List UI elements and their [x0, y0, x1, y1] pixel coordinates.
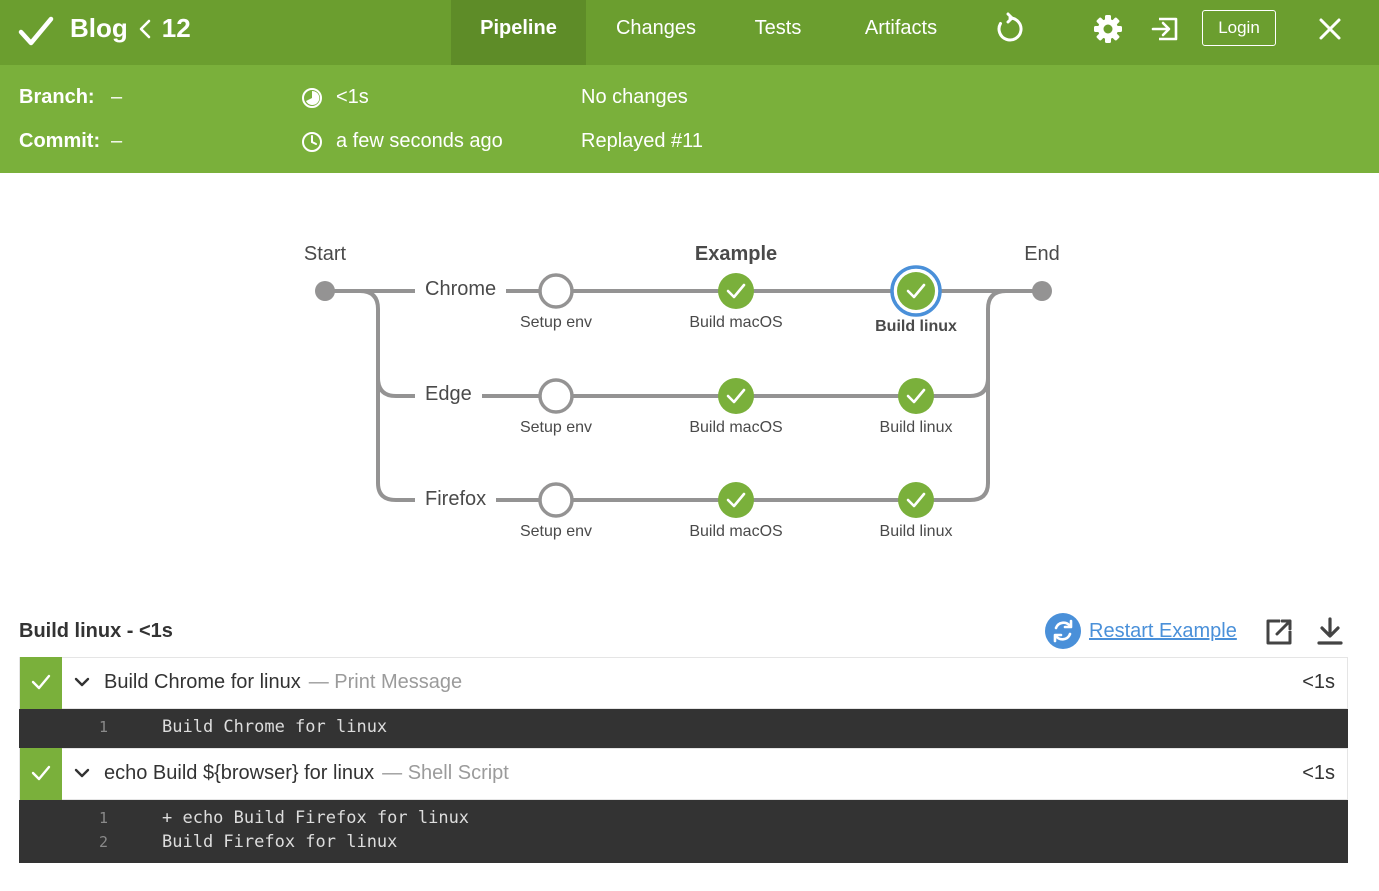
run-number: 12 — [161, 13, 191, 43]
replay-icon[interactable] — [993, 12, 1027, 46]
stage-node-success[interactable] — [709, 264, 763, 318]
sign-out-icon[interactable] — [1149, 12, 1183, 46]
tab-tests[interactable]: Tests — [754, 17, 802, 39]
step-name: Build Chrome for linux— Print Message — [104, 671, 463, 693]
commit-label: Commit: — [19, 130, 101, 152]
step-status — [20, 657, 62, 709]
chevron-down-icon[interactable] — [74, 676, 90, 688]
check-icon — [906, 492, 926, 508]
duration-value: <1s — [336, 86, 369, 108]
log-line-text: + echo Build Firefox for linux — [162, 808, 470, 828]
log-line: 1 + echo Build Firefox for linux — [19, 806, 1348, 830]
check-icon — [906, 283, 926, 299]
stage-node-success[interactable] — [709, 369, 763, 423]
close-icon[interactable] — [1313, 12, 1347, 46]
gear-icon[interactable] — [1091, 12, 1125, 46]
log-line-text: Build Firefox for linux — [162, 832, 398, 852]
run-title: Blog 12 — [70, 13, 191, 44]
start-label: Start — [303, 243, 347, 265]
stage-label[interactable]: Build macOS — [689, 314, 783, 331]
steps-panel-title: Build linux - <1s — [19, 620, 173, 642]
log-line-number: 2 — [99, 833, 109, 851]
commit-value: – — [111, 130, 123, 152]
log-line: 2 Build Firefox for linux — [19, 830, 1348, 854]
check-icon — [31, 765, 51, 781]
step-row[interactable]: Build Chrome for linux— Print Message <1… — [19, 657, 1348, 709]
stage-label[interactable]: Setup env — [519, 314, 593, 331]
branch-chrome-label: Chrome — [415, 278, 507, 301]
stage-node-not-built[interactable] — [529, 369, 583, 423]
pipeline-graph: Start End Example Chrome Edge Firefox Se… — [0, 173, 1379, 593]
stage-node-success[interactable] — [709, 473, 763, 527]
stage-label[interactable]: Build linux — [879, 419, 953, 436]
log-line-text: Build Chrome for linux — [162, 717, 388, 737]
stage-label[interactable]: Build linux — [875, 318, 957, 335]
run-info-bar: Branch: – Commit: – <1s a few seconds ag… — [0, 65, 1379, 173]
success-check-icon — [18, 16, 54, 46]
step-type: — Print Message — [308, 671, 463, 693]
check-icon — [726, 283, 746, 299]
check-icon — [31, 674, 51, 690]
stage-label[interactable]: Setup env — [519, 523, 593, 540]
stage-node-not-built[interactable] — [529, 473, 583, 527]
step-log: 1 + echo Build Firefox for linux 2 Build… — [19, 800, 1348, 863]
stage-label[interactable]: Setup env — [519, 419, 593, 436]
clock-icon — [302, 132, 322, 152]
stage-header-example: Example — [694, 243, 778, 265]
stage-label[interactable]: Build linux — [879, 523, 953, 540]
branch-value: – — [111, 86, 123, 108]
step-log: 1 Build Chrome for linux — [19, 709, 1348, 748]
replayed-link[interactable]: Replayed #11 — [581, 130, 703, 152]
start-time: a few seconds ago — [336, 130, 503, 152]
end-label: End — [1024, 243, 1060, 265]
tab-changes[interactable]: Changes — [615, 17, 697, 39]
login-button[interactable]: Login — [1202, 10, 1276, 46]
duration-icon — [302, 88, 322, 108]
job-name-link[interactable]: Blog — [70, 13, 128, 43]
restart-icon[interactable] — [1045, 613, 1081, 649]
log-line-number: 1 — [99, 718, 109, 736]
stage-node-not-built[interactable] — [529, 264, 583, 318]
chevron-left-icon — [139, 19, 151, 38]
branch-label: Branch: — [19, 86, 95, 108]
step-duration: <1s — [1302, 671, 1335, 693]
stage-node-success[interactable] — [889, 473, 943, 527]
log-line: 1 Build Chrome for linux — [19, 715, 1348, 739]
log-line-number: 1 — [99, 809, 109, 827]
chevron-down-icon[interactable] — [74, 767, 90, 779]
check-icon — [726, 492, 746, 508]
start-node — [315, 281, 335, 301]
top-bar: Blog 12 Pipeline Changes Tests Artifacts… — [0, 0, 1379, 65]
step-duration: <1s — [1302, 762, 1335, 784]
end-node — [1032, 281, 1052, 301]
step-status — [20, 748, 62, 800]
open-in-new-icon[interactable] — [1263, 616, 1295, 648]
check-icon — [906, 388, 926, 404]
tab-artifacts[interactable]: Artifacts — [864, 17, 938, 39]
restart-stage[interactable]: Restart Example — [1045, 613, 1237, 649]
restart-link[interactable]: Restart Example — [1089, 619, 1237, 642]
step-type: — Shell Script — [382, 762, 509, 784]
branch-firefox-label: Firefox — [415, 488, 497, 511]
step-row[interactable]: echo Build ${browser} for linux— Shell S… — [19, 748, 1348, 800]
stage-label[interactable]: Build macOS — [689, 419, 783, 436]
step-name: echo Build ${browser} for linux— Shell S… — [104, 762, 509, 784]
stage-label[interactable]: Build macOS — [689, 523, 783, 540]
check-icon — [726, 388, 746, 404]
download-icon[interactable] — [1314, 616, 1346, 648]
branch-edge-label: Edge — [415, 383, 482, 406]
stage-node-success[interactable] — [889, 264, 943, 318]
tab-pipeline[interactable]: Pipeline — [451, 0, 586, 65]
changes-summary: No changes — [581, 86, 688, 108]
stage-node-success[interactable] — [889, 369, 943, 423]
